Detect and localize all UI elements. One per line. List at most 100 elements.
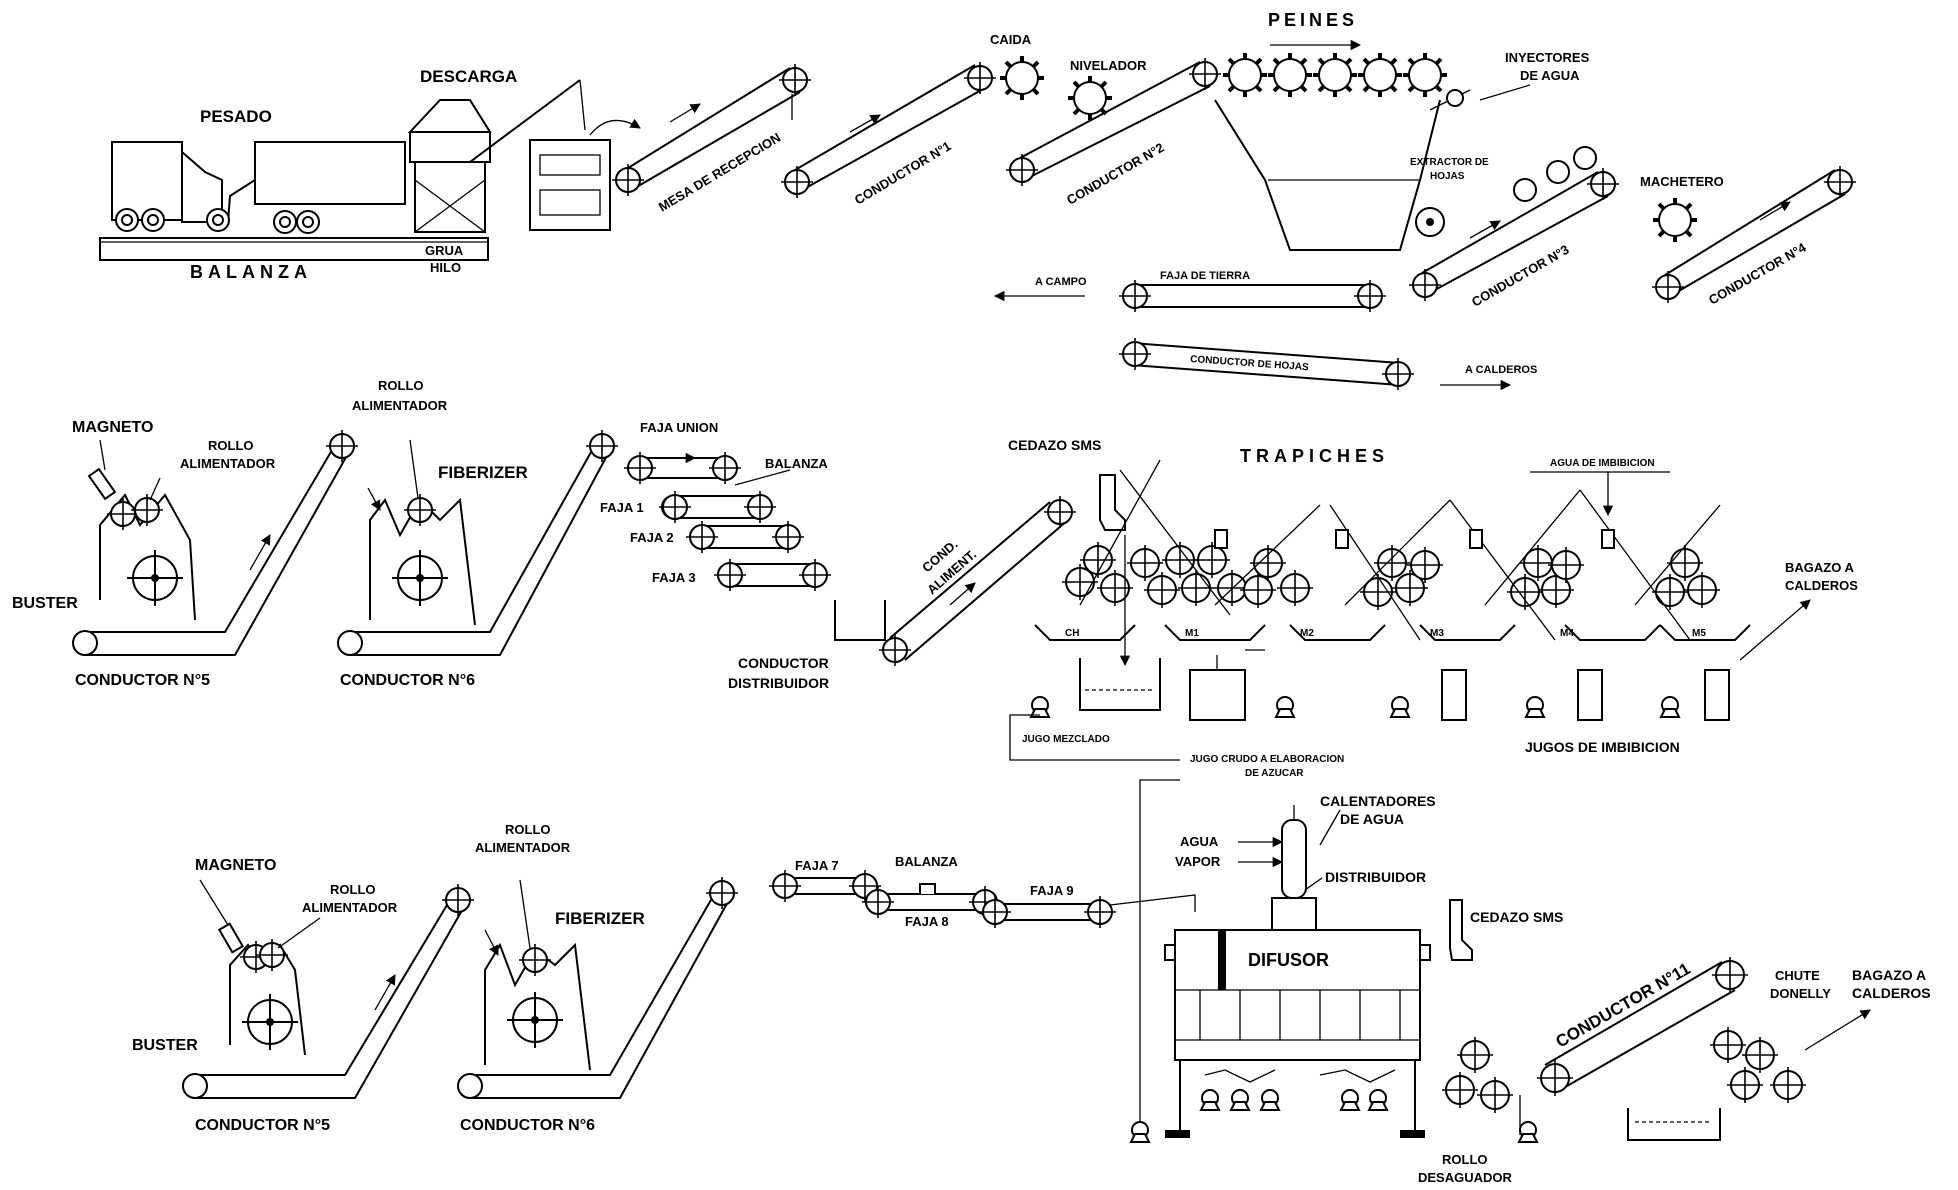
rollo-alim-2a-l1: ROLLO xyxy=(330,882,376,897)
conductor3-label: CONDUCTOR N°3 xyxy=(1469,242,1571,310)
conductor5-label-1: CONDUCTOR N°5 xyxy=(75,672,210,689)
belt-9 xyxy=(979,895,1195,928)
diffuser-section: MAGNETO ROLLO ALIMENTADOR BUSTER CONDUCT… xyxy=(132,793,1931,1185)
pesado-label: PESADO xyxy=(200,107,272,126)
conductor4-label: CONDUCTOR N°4 xyxy=(1706,239,1809,307)
reception-section: PESADO DESCARGA BALANZA GRUA HILO MESA D… xyxy=(100,10,1856,390)
conductor6-label-1: CONDUCTOR N°6 xyxy=(340,672,475,689)
calentadores-l2: DE AGUA xyxy=(1340,811,1404,827)
cedazo-sms-label-1: CEDAZO SMS xyxy=(1008,437,1101,453)
balanza-low-label: BALANZA xyxy=(895,854,958,869)
grua-label: GRUA xyxy=(425,243,464,258)
rollo-alim-1a-l1: ROLLO xyxy=(208,438,254,453)
inyectores-label-1: INYECTORES xyxy=(1505,50,1590,65)
faja-tierra-label: FAJA DE TIERRA xyxy=(1160,270,1250,282)
mill-m1: M1 xyxy=(1185,628,1199,639)
mill-ch: CH xyxy=(1065,628,1079,639)
buster-label-2: BUSTER xyxy=(132,1037,198,1054)
jugo-crudo-l1: JUGO CRUDO A ELABORACION xyxy=(1190,754,1344,765)
balanza-label: BALANZA xyxy=(190,262,312,282)
buster-2 xyxy=(219,924,305,1055)
extractor-label-1: EXTRACTOR DE xyxy=(1410,157,1489,168)
bagazo-calderos-2-l2: CALDEROS xyxy=(1852,985,1931,1001)
rollo-alim-1b-l1: ROLLO xyxy=(378,378,424,393)
magneto-label-1: MAGNETO xyxy=(72,419,153,436)
conveyor-5b xyxy=(183,884,474,1098)
distributor-conveyor xyxy=(835,600,885,640)
rollo-alim-2b-l2: ALIMENTADOR xyxy=(475,840,571,855)
agua-imbibicion-label: AGUA DE IMBIBICION xyxy=(1550,458,1655,469)
difusor-label: DIFUSOR xyxy=(1248,950,1329,970)
conductor1-label: CONDUCTOR N°1 xyxy=(852,138,954,207)
juice-trays xyxy=(1035,625,1750,640)
faja1-label: FAJA 1 xyxy=(600,500,644,515)
caida-gear xyxy=(1000,56,1044,100)
conductor2-label: CONDUCTOR N°2 xyxy=(1064,140,1166,208)
machetero-gear xyxy=(1653,198,1697,242)
feed-conveyor xyxy=(879,496,1076,666)
conductor11-label: CONDUCTOR N°11 xyxy=(1553,959,1694,1051)
leaf-conveyor xyxy=(1119,338,1510,390)
mill-m4: M4 xyxy=(1560,628,1574,639)
faja3-label: FAJA 3 xyxy=(652,570,696,585)
belt-3 xyxy=(714,559,831,591)
conductor6-label-2: CONDUCTOR N°6 xyxy=(460,1117,595,1134)
faja-union-label: FAJA UNION xyxy=(640,420,718,435)
belt-7 xyxy=(769,870,881,902)
comb-rollers xyxy=(1223,53,1447,97)
faja7-label: FAJA 7 xyxy=(795,858,839,873)
bagazo-calderos-1-l1: BAGAZO A xyxy=(1785,560,1854,575)
mill-rolls xyxy=(1062,542,1720,610)
hilo-label: HILO xyxy=(430,260,461,275)
bagazo-calderos-1-l2: CALDEROS xyxy=(1785,578,1858,593)
calentadores-l1: CALENTADORES xyxy=(1320,793,1436,809)
inyectores-label-2: DE AGUA xyxy=(1520,68,1580,83)
extractor-label-2: HOJAS xyxy=(1430,171,1465,182)
cedazo-sms-label-2: CEDAZO SMS xyxy=(1470,909,1563,925)
rollo-alim-1a-l2: ALIMENTADOR xyxy=(180,456,276,471)
faja8-label: FAJA 8 xyxy=(905,914,949,929)
machetero-label: MACHETERO xyxy=(1640,174,1724,189)
rollo-desaguador-l2: DESAGUADOR xyxy=(1418,1170,1513,1185)
belt-2 xyxy=(686,521,804,553)
agua-label: AGUA xyxy=(1180,834,1219,849)
caida-label: CAIDA xyxy=(990,32,1032,47)
a-calderos-label: A CALDEROS xyxy=(1465,364,1537,376)
sms-screen-1 xyxy=(1100,475,1125,530)
belt-8 xyxy=(862,884,1001,918)
trapiches-label: TRAPICHES xyxy=(1240,446,1389,466)
jugo-mezclado-label: JUGO MEZCLADO xyxy=(1022,734,1110,745)
fiberizer-label-1: FIBERIZER xyxy=(438,463,528,482)
dewatering-rolls xyxy=(1442,1037,1513,1113)
fiberizer-label-2: FIBERIZER xyxy=(555,909,645,928)
a-campo-label: A CAMPO xyxy=(1035,276,1087,288)
rollo-desaguador-l1: ROLLO xyxy=(1442,1152,1488,1167)
union-belt xyxy=(624,452,741,484)
conductor5-label-2: CONDUCTOR N°5 xyxy=(195,1117,330,1134)
nivelador-label: NIVELADOR xyxy=(1070,58,1147,73)
unloading-crane xyxy=(410,80,585,232)
mill-m2: M2 xyxy=(1300,628,1314,639)
juice-pumps xyxy=(1031,697,1679,717)
balanza-mid-label: BALANZA xyxy=(765,456,828,471)
jugo-crudo-l2: DE AZUCAR xyxy=(1245,768,1304,779)
mesa-recepcion-label: MESA DE RECEPCION xyxy=(656,130,783,215)
jugos-imbibicion-label: JUGOS DE IMBIBICION xyxy=(1525,739,1680,755)
truck-on-scale xyxy=(112,142,405,233)
chute-donelly-l2: DONELLY xyxy=(1770,986,1831,1001)
buster-1 xyxy=(89,469,195,620)
belt-1 xyxy=(659,491,776,523)
mill-m3: M3 xyxy=(1430,628,1444,639)
rollo-alim-2a-l2: ALIMENTADOR xyxy=(302,900,398,915)
distribuidor-label: DISTRIBUIDOR xyxy=(1325,869,1426,885)
descarga-label: DESCARGA xyxy=(420,67,517,86)
faja2-label: FAJA 2 xyxy=(630,530,674,545)
mill-labels: CH M1 M2 M3 M4 M5 xyxy=(1065,628,1706,639)
bagazo-calderos-2-l1: BAGAZO A xyxy=(1852,967,1926,983)
rollo-alim-2b-l1: ROLLO xyxy=(505,822,551,837)
chute-donelly-l1: CHUTE xyxy=(1775,968,1820,983)
magneto-label-2: MAGNETO xyxy=(195,857,276,874)
cond-distribuidor-l1: CONDUCTOR xyxy=(738,655,829,671)
rollo-alim-1b-l2: ALIMENTADOR xyxy=(352,398,448,413)
